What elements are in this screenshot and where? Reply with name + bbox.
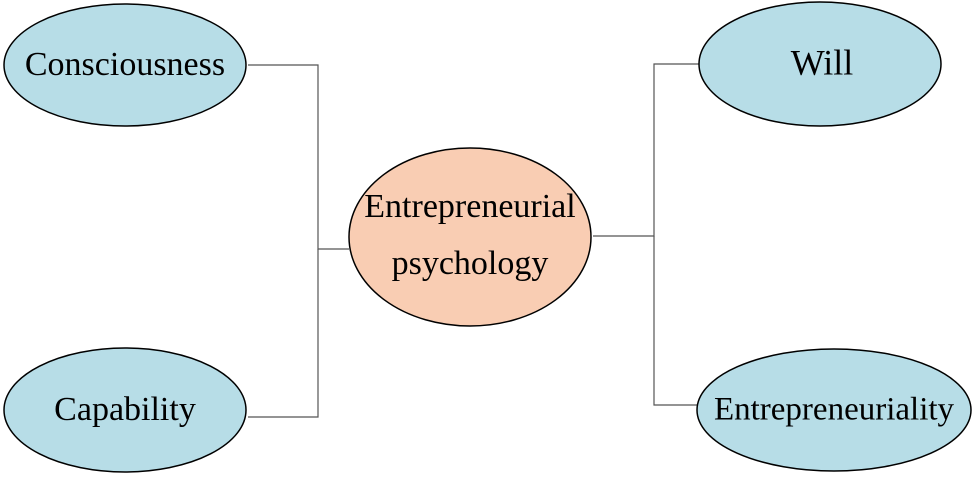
node-capability: Capability <box>3 347 247 473</box>
node-will-label: Will <box>791 42 854 82</box>
node-center-label-line1: Entrepreneurial <box>364 188 575 225</box>
node-capability-label: Capability <box>54 391 196 428</box>
node-will: Will <box>698 1 942 127</box>
node-center-shape <box>348 147 592 327</box>
node-entrepreneuriality-shape <box>696 348 972 472</box>
node-center: Entrepreneurial psychology <box>348 147 592 327</box>
connector-consciousness <box>248 64 349 250</box>
connector-will <box>593 63 700 237</box>
node-entrepreneuriality: Entrepreneuriality <box>696 348 972 472</box>
node-capability-shape <box>3 347 247 473</box>
connector-capability <box>248 249 319 418</box>
node-center-label-line2: psychology <box>392 245 549 282</box>
node-consciousness-shape <box>3 3 247 127</box>
node-will-shape <box>698 1 942 127</box>
connector-entrepreneuriality <box>653 236 698 406</box>
node-consciousness: Consciousness <box>3 3 247 127</box>
node-consciousness-label: Consciousness <box>25 46 225 83</box>
node-entrepreneuriality-label: Entrepreneuriality <box>714 392 955 428</box>
connectors <box>248 63 700 418</box>
